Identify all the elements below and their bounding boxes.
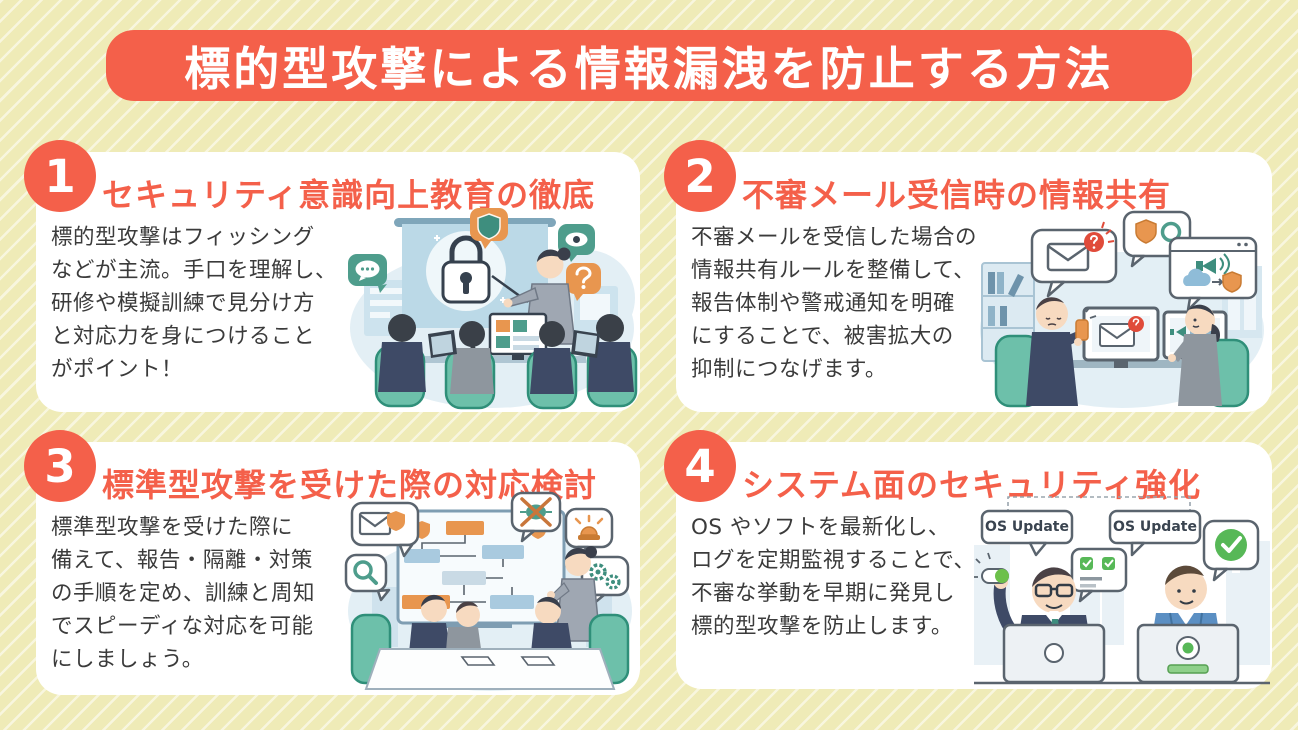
siren-icon [574,514,604,540]
laptop-left [1002,623,1106,684]
flowchart-box [446,521,484,535]
update-capsule-icon [974,552,1009,584]
bug-off-icon [520,497,552,527]
dashboard-monitor [488,312,548,360]
title-banner: 標的型攻撃による情報漏洩を防止する方法 [106,30,1192,101]
mail-shield-bubble [350,501,420,558]
laptop [428,330,457,358]
illustration-response-meeting-scene [342,491,638,693]
envelope-icon [1046,242,1090,272]
check-circle-icon [1215,529,1247,561]
envelope-icon [358,511,392,536]
checkbox-icon [1102,557,1115,570]
employee-with-phone [994,297,1097,408]
card-body: OS やソフトを最新化し、 ログを定期監視することで、 不審な挙動を早期に発見し… [691,515,976,639]
tablet-icon [460,656,496,666]
card-heading: システム面のセキュリティ強化 [742,466,1202,504]
laptop [571,330,600,358]
phone-icon [1075,319,1089,341]
step-number-badge: 1 [24,140,96,212]
question-icon [575,266,592,289]
tablet-icon [520,656,556,666]
illustration-training-scene [342,208,638,410]
checklist-bubble [1070,547,1128,603]
no-virus-bubble [510,491,562,543]
chat-icon [355,260,380,281]
card-body: 不審メールを受信した場合の 情報共有ルールを整備して、 報告体制や警戒通知を明確… [691,225,978,382]
flowchart-box [442,571,486,585]
shield-icon [1135,219,1157,244]
employee-at-monitor [1168,304,1250,408]
search-icon [353,560,378,585]
suspicious-mail-bubble [1030,221,1118,298]
progress-bar [1167,664,1209,674]
eye-bubble [558,224,595,262]
flowchart-box [482,545,524,559]
alert-icon [1084,221,1115,252]
check-circle-bubble [1202,519,1260,582]
megaphone-icon [1196,253,1230,275]
illustration-os-update-scene: OS Update OS Update [974,485,1270,687]
os-update-scene-svg [974,496,1270,685]
left-monitor [1082,306,1160,368]
card-body: 標準型攻撃を受けた際に 備えて、報告・隔離・対策 の手順を定め、訓練と周知 でス… [51,515,316,672]
chat-bubble [348,254,387,293]
meeting-scene-svg [344,491,632,691]
step-number-badge: 2 [664,140,736,212]
lock-icon [441,235,491,304]
eye-icon [565,232,588,247]
card-incident-response: 3 標準型攻撃を受けた際の対応検討 標準型攻撃を受けた際に 備えて、報告・隔離・… [24,430,640,695]
card-system-security: 4 システム面のセキュリティ強化 OS やソフトを最新化し、 ログを定期監視する… [664,430,1272,689]
question-bubble [566,263,601,301]
step-number-badge: 3 [24,430,96,502]
laptop-right [1136,623,1240,684]
os-update-bubble-right [1108,509,1202,557]
meeting-table-group [350,594,630,690]
card-email-sharing: 2 不審メール受信時の情報共有 不審メールを受信した場合の 情報共有ルールを整備… [664,140,1272,412]
shield-bubble [470,208,508,249]
illustration-email-sharing-scene [974,208,1270,410]
shield-icon [387,511,405,531]
shield-icon [477,213,501,240]
email-scene-svg [980,210,1264,408]
cloud-icon [1183,268,1211,286]
search-bubble [344,553,391,602]
shield-icon [1222,271,1242,293]
card-security-education: 1 セキュリティ意識向上教育の徹底 標的型攻撃はフィッシング などが主流。手口を… [24,140,640,412]
flowchart-box [404,549,440,563]
glasses-icon [1034,583,1074,598]
card-heading: 不審メール受信時の情報共有 [742,176,1172,214]
training-scene-svg [348,208,638,410]
checkbox-icon [1080,557,1093,570]
page-title: 標的型攻撃による情報漏洩を防止する方法 [184,41,1114,96]
gears-icon [589,563,621,590]
cloud-to-shield-flow [1183,268,1242,293]
step-number-badge: 4 [664,430,736,502]
os-update-bubble-left [980,509,1074,557]
alert-window-bubble [1168,236,1258,312]
os-update-label: OS Update [1113,519,1197,535]
card-heading: セキュリティ意識向上教育の徹底 [102,176,596,214]
audience-figures [374,312,638,410]
card-body: 標的型攻撃はフィッシング などが主流。手口を理解し、 研修や模擬訓練で見分け方 … [51,225,338,382]
os-update-label: OS Update [985,519,1069,535]
flowchart-box [490,595,534,609]
